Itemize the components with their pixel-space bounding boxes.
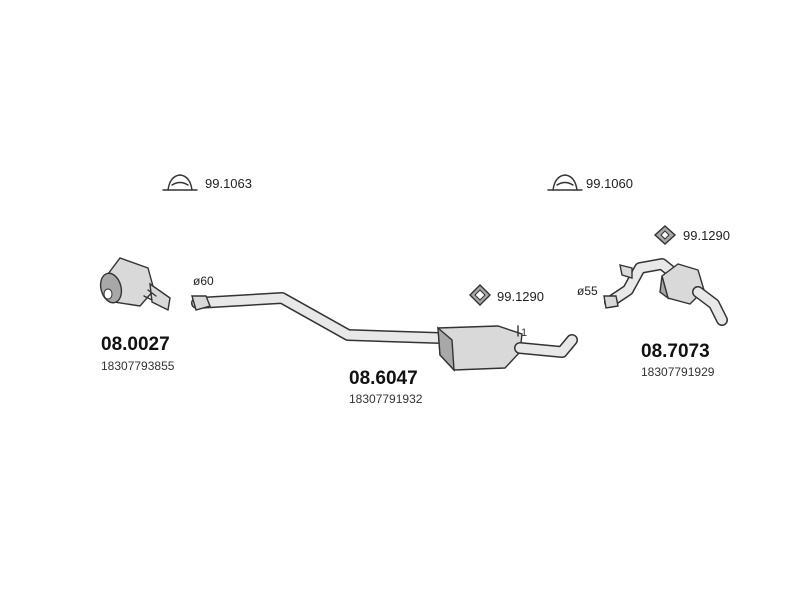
middle-silencer-part-number: 08.6047 [349, 368, 418, 389]
mount-right-number: 99.1290 [683, 228, 730, 243]
middle-position-marker: 1 [521, 327, 528, 339]
rear-silencer-part-number: 08.7073 [641, 341, 710, 362]
rear-silencer-drawing [603, 258, 728, 326]
middle-pipe-drawing [191, 292, 578, 372]
rear-silencer-oe-number: 18307791929 [641, 365, 715, 379]
catalyst-drawing [99, 257, 171, 312]
catalyst-oe-number: 18307793855 [101, 359, 175, 373]
clamp-right-number: 99.1060 [586, 176, 633, 191]
rubber-mount-icon-right [653, 225, 677, 245]
mount-middle-number: 99.1290 [497, 289, 544, 304]
rear-diameter-label: ø55 [577, 284, 598, 298]
clamp-icon-left [162, 174, 198, 191]
clamp-left-number: 99.1063 [205, 176, 252, 191]
middle-silencer-oe-number: 18307791932 [349, 392, 423, 406]
catalyst-part-number: 08.0027 [101, 334, 170, 355]
rubber-mount-icon-middle [469, 284, 491, 306]
clamp-icon-right [547, 174, 583, 191]
front-diameter-label: ø60 [193, 274, 214, 288]
